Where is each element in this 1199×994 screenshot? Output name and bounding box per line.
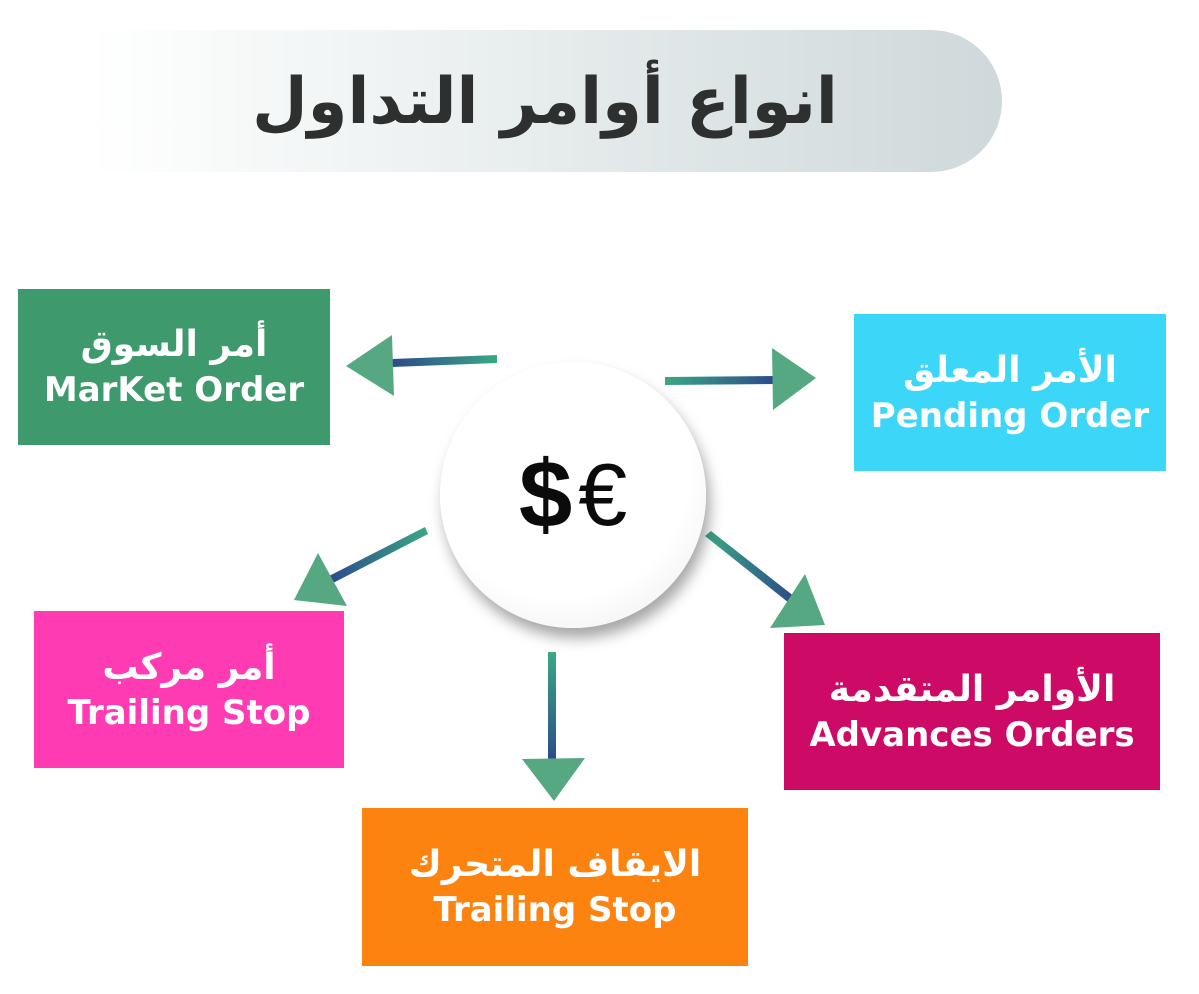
- arrow-to-advanced-orders: [705, 531, 825, 628]
- composite-order-box: أمر مركب Trailing Stop: [34, 611, 344, 768]
- pending-order-english: Pending Order: [870, 395, 1150, 436]
- advanced-orders-arabic: الأوامر المتقدمة: [828, 668, 1116, 710]
- title-banner: [90, 30, 1002, 172]
- trailing-stop-english: Trailing Stop: [433, 890, 677, 930]
- arrow-to-pending-order: [665, 348, 816, 410]
- arrow-to-composite-order: [294, 527, 428, 606]
- trailing-stop-arabic: الايقاف المتحرك: [408, 844, 702, 885]
- dollar-sign: $: [518, 441, 573, 548]
- currency-circle: $ €: [440, 362, 706, 628]
- market-order-box: أمر السوق MarKet Order: [18, 289, 330, 445]
- market-order-arabic: أمر السوق: [80, 324, 268, 365]
- arrow-to-market-order: [346, 335, 497, 396]
- advanced-orders-box: الأوامر المتقدمة Advances Orders: [784, 633, 1160, 790]
- pending-order-arabic: الأمر المعلق: [903, 349, 1117, 391]
- pending-order-box: الأمر المعلق Pending Order: [854, 314, 1166, 471]
- advanced-orders-english: Advances Orders: [809, 714, 1135, 755]
- arrow-to-trailing-stop: [522, 652, 585, 801]
- trailing-stop-box: الايقاف المتحرك Trailing Stop: [362, 808, 748, 966]
- composite-order-arabic: أمر مركب: [102, 646, 276, 688]
- euro-sign: €: [578, 445, 628, 544]
- market-order-english: MarKet Order: [43, 370, 305, 410]
- diagram-title: انواع أوامر التداول: [252, 65, 838, 139]
- composite-order-english: Trailing Stop: [67, 692, 311, 733]
